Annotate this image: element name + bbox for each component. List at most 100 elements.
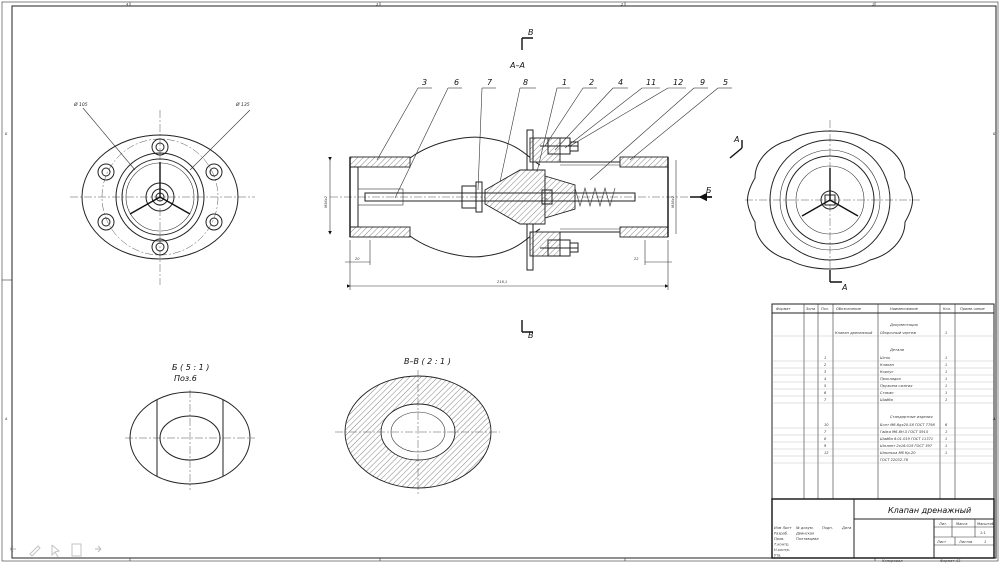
spec-cell-name: Прокладка [880,377,901,381]
cut-label-top: А [733,135,739,144]
spec-section-title: Детали [889,348,905,352]
callout-leaders [376,87,732,199]
spec-header-cell: Приме-чание [960,307,986,311]
tb-role: Н.контр. [774,548,790,552]
spec-cell-name: Шток [880,356,891,360]
callout-3: 3 [422,78,427,87]
spec-header-cell: Поз. [821,307,829,311]
border-mark: 3 [376,3,379,7]
tb-date: Дата [841,526,851,530]
spec-cell-qty: 1 [945,444,947,448]
spec-cell-pos: 12 [824,451,829,455]
sheets-label: Листов [958,540,972,544]
spec-cell-qty: 1 [945,356,947,360]
callout-4: 4 [618,78,623,87]
sheet-label: Лист [936,540,947,544]
title-block: Клапан дренажный Лит. Масса Масштаб 1:1 … [771,498,995,563]
detail-b-subtitle: Поз.6 [174,374,197,383]
dim-right-end: 22 [634,257,639,261]
border-mark: Б [993,132,996,136]
tb-name: № докум. [795,526,814,530]
border-mark: А [4,417,8,421]
cut-mark-bottom: В [528,331,534,340]
viewer-toolbar [9,543,102,558]
spec-cell-qty: 6 [945,423,948,427]
spec-section-title: Стандартные изделия [890,415,933,419]
left-flange-view: Ø 105 Ø 135 [70,101,255,285]
spec-cell-name: Пружина сжатия [880,384,913,388]
copied-by: Копировал [882,559,903,563]
spec-table: Формат Зона Поз. Обозначение Наименование Кол… [771,303,995,500]
spec-cell-pos: 2 [824,363,827,367]
spec-cell-pos: 5 [824,384,827,388]
section-v-v: В–В ( 2 : 1 ) [335,357,500,495]
spec-cell-qty: 1 [945,377,947,381]
spec-cell-qty: 1 [945,331,947,335]
spec-cell-name: Сборочный чертеж [880,331,917,335]
tb-name: Полтавцева [796,537,819,541]
cut-mark-top: В [528,28,534,37]
page-icon[interactable] [71,543,82,557]
detail-b-view: Б ( 5 : 1 ) Поз.6 [125,363,255,490]
spec-cell-name: Гайка М6-6Н.5 ГОСТ 5915 [880,430,929,434]
arrow-right-icon[interactable] [95,545,102,553]
dim-overall: 216,1 [497,280,507,284]
pen-icon[interactable] [29,545,41,557]
spec-cell-pos: 8 [824,437,827,441]
border-mark: 2 [621,3,624,7]
spec-cell-pos: 10 [824,423,829,427]
spec-cell-name: Корпус [880,370,894,374]
spec-cell-name: Стакан [880,391,894,395]
callout-5: 5 [723,78,728,87]
spec-cell-designation: Клапан дренажный [835,331,873,335]
spec-cell-qty: 1 [945,384,947,388]
spec-cell-qty: 1 [945,437,947,441]
pointer-icon[interactable] [51,544,61,558]
spec-cell-pos: 1 [824,356,826,360]
callout-7: 7 [487,78,493,87]
cut-mark-side: Б [706,186,712,195]
border-mark: 1 [872,3,874,7]
spec-header-cell: Зона [806,307,815,311]
dim-left-end: 20 [355,257,360,261]
spec-cell-qty: 1 [945,430,947,434]
callout-11: 11 [646,78,656,87]
scale-value: 1:1 [980,531,986,535]
spec-cell-pos: 3 [824,370,827,374]
section-vv-title: В–В ( 2 : 1 ) [404,357,451,366]
spec-header-cell: Формат [776,307,791,311]
spec-header-cell: Обозначение [836,307,862,311]
tb-role: Т.контр. [774,543,790,547]
spec-cell-qty: 1 [945,391,947,395]
callout-8: 8 [523,78,528,87]
dim-thread-left: М36х2 [324,195,328,208]
tb-role: Утв. [774,554,782,558]
border-mark: 4 [126,3,129,7]
svg-text:×: × [545,197,548,201]
dim-diameter-105: Ø 105 [73,101,88,108]
col-mass: Масса [956,522,967,526]
callout-6: 6 [454,78,459,87]
border-mark: Б [5,132,8,136]
arrow-left-icon[interactable] [9,545,16,553]
tb-role: Разраб. [774,532,788,536]
spec-cell-qty: 1 [945,398,947,402]
spec-cell-name: Клапан [880,363,895,367]
spec-cell-qty: 1 [945,363,947,367]
spec-cell-pos: 4 [824,377,827,381]
title-block-name: Клапан дренажный [888,506,971,515]
spec-cell-name: Шайба [880,398,893,402]
callout-1: 1 [562,78,567,87]
spec-cell-qty: 1 [945,370,947,374]
col-lit: Лит. [938,522,947,526]
sheets-value: 1 [984,540,986,544]
section-a-a: А–А В В [324,28,732,340]
spec-header-cell: Кол. [943,307,951,311]
tb-role: Пров. [774,537,784,541]
spec-cell-name: Шайба 6.01.019 ГОСТ 11371 [880,437,933,441]
spec-header-cell: Наименование [890,307,919,311]
callout-12: 12 [673,78,683,87]
col-scale: Масштаб [977,522,995,526]
